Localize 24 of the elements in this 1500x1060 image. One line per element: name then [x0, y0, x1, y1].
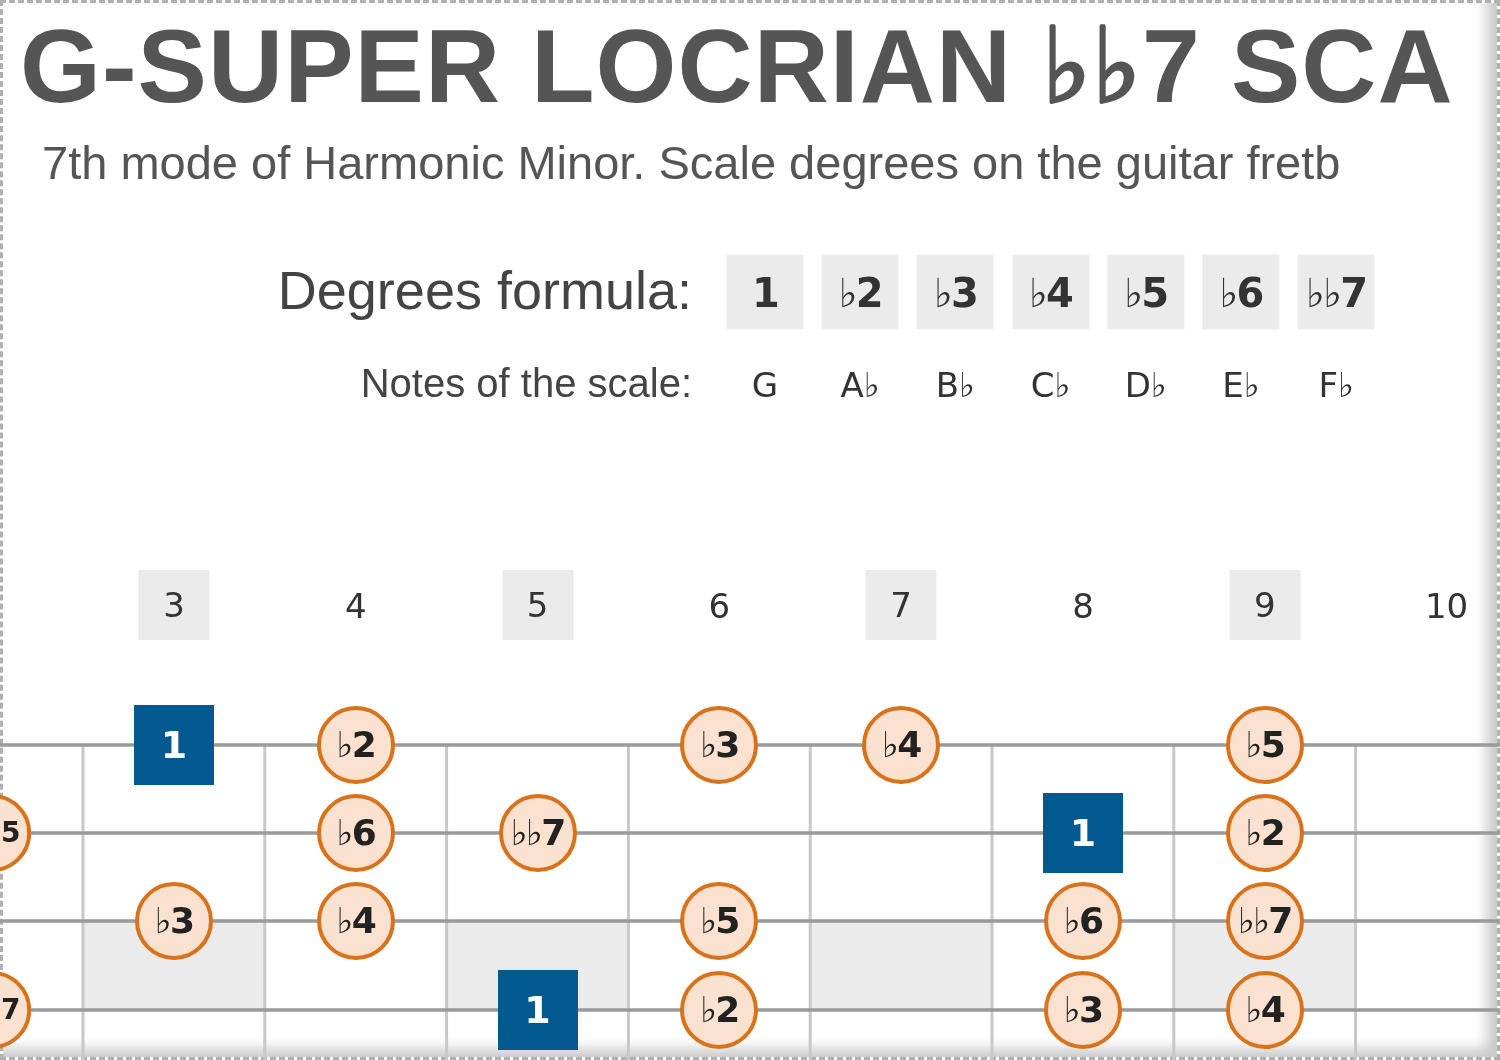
degree-tile: ♭3 [916, 254, 994, 330]
note-name: D♭ [1124, 368, 1167, 402]
notes-heading: Notes of the scale: [360, 363, 692, 403]
fret-number-tile: 3 [138, 570, 210, 640]
degree-tile: ♭♭7 [1297, 254, 1375, 330]
fret-number: 10 [1424, 589, 1469, 623]
degree-tile: ♭5 [1107, 254, 1185, 330]
degree-tile: 1 [726, 254, 804, 330]
note-name: C♭ [1030, 368, 1071, 402]
note-name: E♭ [1222, 368, 1260, 402]
degree-tile: ♭4 [1012, 254, 1090, 330]
fret-number: 6 [708, 589, 731, 623]
note-name: F♭ [1318, 368, 1354, 402]
note-name: G [751, 368, 779, 402]
title: G-SUPER LOCRIAN ♭♭7 SCA [20, 14, 1454, 118]
note-name: B♭ [935, 368, 976, 402]
note-name: A♭ [840, 368, 880, 402]
fret-number: 8 [1072, 589, 1094, 623]
degree-tile: ♭6 [1202, 254, 1280, 330]
fret-number-tile: 9 [1229, 570, 1301, 640]
fret-number: 4 [345, 589, 367, 623]
fret-number-tile: 7 [865, 570, 937, 640]
degree-tile: ♭2 [821, 254, 899, 330]
fret-number-tile: 5 [502, 570, 574, 640]
